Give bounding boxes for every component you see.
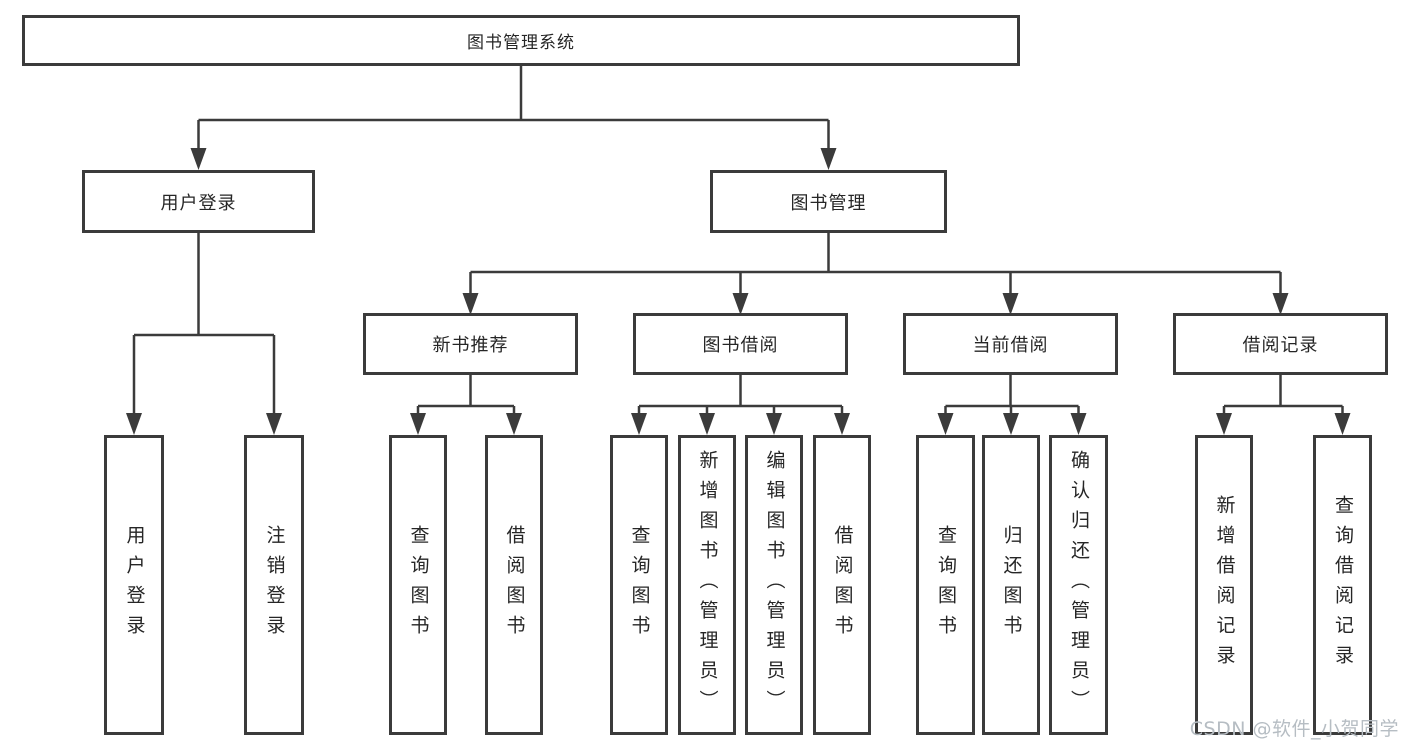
leaf-add-books-admin: 新增图书（管理员） [678, 435, 736, 735]
leaf-label: 注销登录 [263, 525, 286, 645]
watermark-text: CSDN @软件_小贺同学 [1189, 718, 1399, 740]
leaf-query-books-2: 查询图书 [610, 435, 668, 735]
leaf-query-books-3: 查询图书 [916, 435, 975, 735]
leaf-label: 借阅图书 [831, 525, 854, 645]
leaf-label: 编辑图书（管理员） [763, 450, 786, 720]
leaf-query-borrow-record: 查询借阅记录 [1313, 435, 1372, 735]
leaf-borrow-books-1: 借阅图书 [485, 435, 543, 735]
leaf-label: 借阅图书 [503, 525, 526, 645]
node-current-borrow: 当前借阅 [903, 313, 1118, 375]
leaf-add-borrow-record: 新增借阅记录 [1195, 435, 1253, 735]
leaf-label: 用户登录 [123, 525, 146, 645]
node-user-login: 用户登录 [82, 170, 315, 233]
leaf-label: 新增借阅记录 [1213, 495, 1236, 675]
leaf-label: 确认归还（管理员） [1068, 450, 1090, 720]
leaf-label: 查询图书 [935, 525, 957, 645]
leaf-logout: 注销登录 [244, 435, 304, 735]
leaf-edit-books-admin: 编辑图书（管理员） [745, 435, 803, 735]
leaf-label: 查询图书 [407, 525, 430, 645]
leaf-label: 归还图书 [1000, 525, 1023, 645]
leaf-return-books: 归还图书 [982, 435, 1040, 735]
leaf-label: 查询图书 [628, 525, 651, 645]
leaf-confirm-return-admin: 确认归还（管理员） [1049, 435, 1108, 735]
leaf-label: 查询借阅记录 [1332, 495, 1354, 675]
node-book-management: 图书管理 [710, 170, 947, 233]
node-borrow-records: 借阅记录 [1173, 313, 1388, 375]
arrowheads [126, 148, 1351, 435]
leaf-borrow-books-2: 借阅图书 [813, 435, 871, 735]
node-library-management-system: 图书管理系统 [22, 15, 1020, 66]
leaf-query-books-1: 查询图书 [389, 435, 447, 735]
node-book-borrow: 图书借阅 [633, 313, 848, 375]
leaf-label: 新增图书（管理员） [696, 450, 719, 720]
leaf-user-login: 用户登录 [104, 435, 164, 735]
node-new-book-recommend: 新书推荐 [363, 313, 578, 375]
